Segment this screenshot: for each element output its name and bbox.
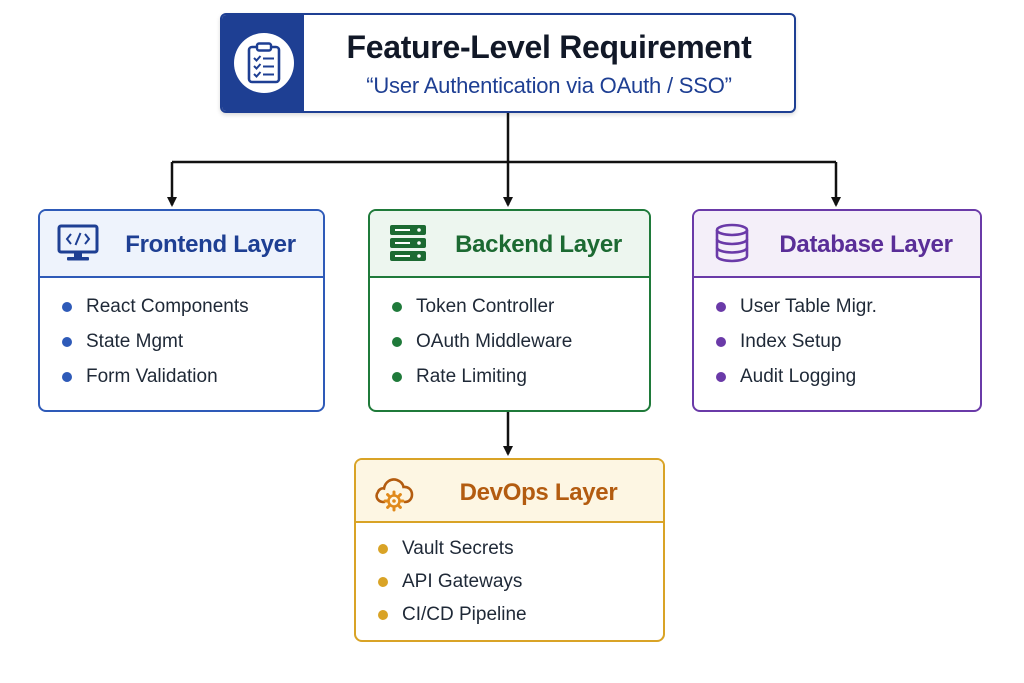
bullet-dot bbox=[62, 337, 72, 347]
list-item: Rate Limiting bbox=[390, 364, 641, 399]
list-item: OAuth Middleware bbox=[390, 329, 641, 364]
devops-layer-card: DevOps Layer Vault Secrets API Gateways … bbox=[354, 458, 665, 642]
bullet-dot bbox=[716, 372, 726, 382]
list-item: API Gateways bbox=[376, 569, 655, 602]
list-item-text: State Mgmt bbox=[86, 331, 184, 352]
bullet-dot bbox=[392, 302, 402, 312]
frontend-task-list: React Components State Mgmt Form Validat… bbox=[60, 294, 315, 399]
list-item: Form Validation bbox=[60, 364, 315, 399]
list-item-text: CI/CD Pipeline bbox=[402, 604, 527, 625]
list-item-text: Token Controller bbox=[416, 296, 555, 317]
database-task-list: User Table Migr. Index Setup Audit Loggi… bbox=[714, 294, 972, 399]
monitor-code-icon bbox=[57, 224, 99, 261]
cloud-gear-icon bbox=[375, 478, 414, 512]
bullet-dot bbox=[716, 302, 726, 312]
list-item: State Mgmt bbox=[60, 329, 315, 364]
frontend-layer-title: Frontend Layer bbox=[125, 231, 296, 258]
header-icon-badge bbox=[234, 33, 294, 93]
list-item: Vault Secrets bbox=[376, 536, 655, 569]
bullet-dot bbox=[62, 372, 72, 382]
list-item: React Components bbox=[60, 294, 315, 329]
list-item: Token Controller bbox=[390, 294, 641, 329]
database-layer-title: Database Layer bbox=[779, 231, 953, 258]
list-item: Audit Logging bbox=[714, 364, 972, 399]
list-item-text: Form Validation bbox=[86, 366, 218, 387]
bullet-dot bbox=[378, 610, 388, 620]
bullet-dot bbox=[62, 302, 72, 312]
list-item-text: Vault Secrets bbox=[402, 538, 514, 559]
backend-layer-card: Backend Layer Token Controller OAuth Mid… bbox=[368, 209, 651, 412]
list-item-text: Index Setup bbox=[740, 331, 842, 352]
bullet-dot bbox=[716, 337, 726, 347]
bullet-dot bbox=[392, 372, 402, 382]
list-item: CI/CD Pipeline bbox=[376, 602, 655, 635]
list-item-text: API Gateways bbox=[402, 571, 523, 592]
database-layer-card: Database Layer User Table Migr. Index Se… bbox=[692, 209, 982, 412]
backend-layer-title: Backend Layer bbox=[455, 231, 622, 258]
list-item: User Table Migr. bbox=[714, 294, 972, 329]
backend-layer-header: Backend Layer bbox=[370, 211, 649, 278]
database-cylinder-icon bbox=[715, 223, 749, 263]
devops-layer-title: DevOps Layer bbox=[459, 479, 618, 506]
requirement-header-card: Feature-Level Requirement “User Authenti… bbox=[220, 13, 796, 113]
frontend-layer-header: Frontend Layer bbox=[40, 211, 323, 278]
clipboard-checklist-icon bbox=[247, 42, 281, 84]
list-item: Index Setup bbox=[714, 329, 972, 364]
list-item-text: Audit Logging bbox=[740, 366, 857, 387]
database-layer-header: Database Layer bbox=[694, 211, 980, 278]
frontend-layer-card: Frontend Layer React Components State Mg… bbox=[38, 209, 325, 412]
bullet-dot bbox=[392, 337, 402, 347]
list-item-text: OAuth Middleware bbox=[416, 331, 573, 352]
header-icon-panel bbox=[222, 15, 304, 111]
list-item-text: React Components bbox=[86, 296, 249, 317]
list-item-text: Rate Limiting bbox=[416, 366, 527, 387]
requirement-subtitle: “User Authentication via OAuth / SSO” bbox=[366, 73, 732, 98]
devops-task-list: Vault Secrets API Gateways CI/CD Pipelin… bbox=[376, 536, 655, 635]
requirement-title: Feature-Level Requirement bbox=[346, 29, 752, 65]
bullet-dot bbox=[378, 577, 388, 587]
server-stack-icon bbox=[390, 225, 426, 261]
devops-layer-header: DevOps Layer bbox=[356, 460, 663, 523]
list-item-text: User Table Migr. bbox=[740, 296, 877, 317]
backend-task-list: Token Controller OAuth Middleware Rate L… bbox=[390, 294, 641, 399]
bullet-dot bbox=[378, 544, 388, 554]
